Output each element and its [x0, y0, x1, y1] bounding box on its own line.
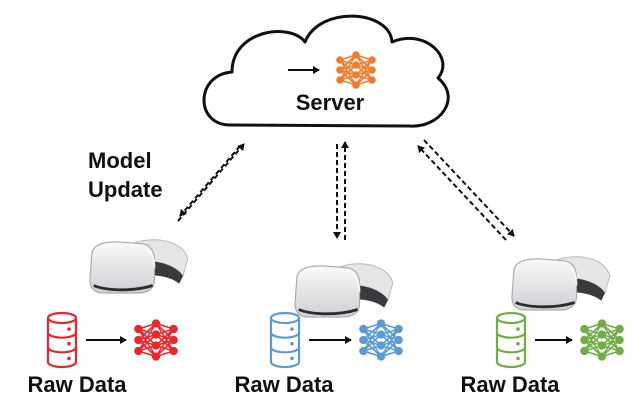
database-icon	[495, 311, 527, 369]
server-neural-network-icon	[336, 51, 376, 89]
neural-network-icon	[580, 319, 624, 361]
client-right	[495, 256, 624, 369]
vr-headset-icon	[89, 239, 189, 294]
link-middle	[333, 141, 349, 240]
database-icon	[269, 311, 301, 369]
database-icon	[46, 311, 78, 369]
vr-headset-icon	[511, 256, 611, 311]
client-right-label: Raw Data	[460, 372, 560, 397]
cloud-icon	[202, 14, 450, 128]
server-label: Server	[296, 90, 365, 115]
vr-headset-icon	[294, 263, 394, 318]
neural-network-icon	[336, 51, 376, 89]
link-right	[417, 139, 515, 241]
client-middle-label: Raw Data	[234, 372, 334, 397]
neural-network-icon	[359, 319, 403, 361]
model-update-label-line2: Update	[88, 177, 163, 202]
model-update-label-line1: Model	[88, 148, 152, 173]
client-middle	[269, 263, 403, 369]
neural-network-icon	[134, 319, 178, 361]
client-left-label: Raw Data	[27, 372, 127, 397]
link-left	[177, 143, 245, 222]
client-left	[46, 239, 189, 369]
